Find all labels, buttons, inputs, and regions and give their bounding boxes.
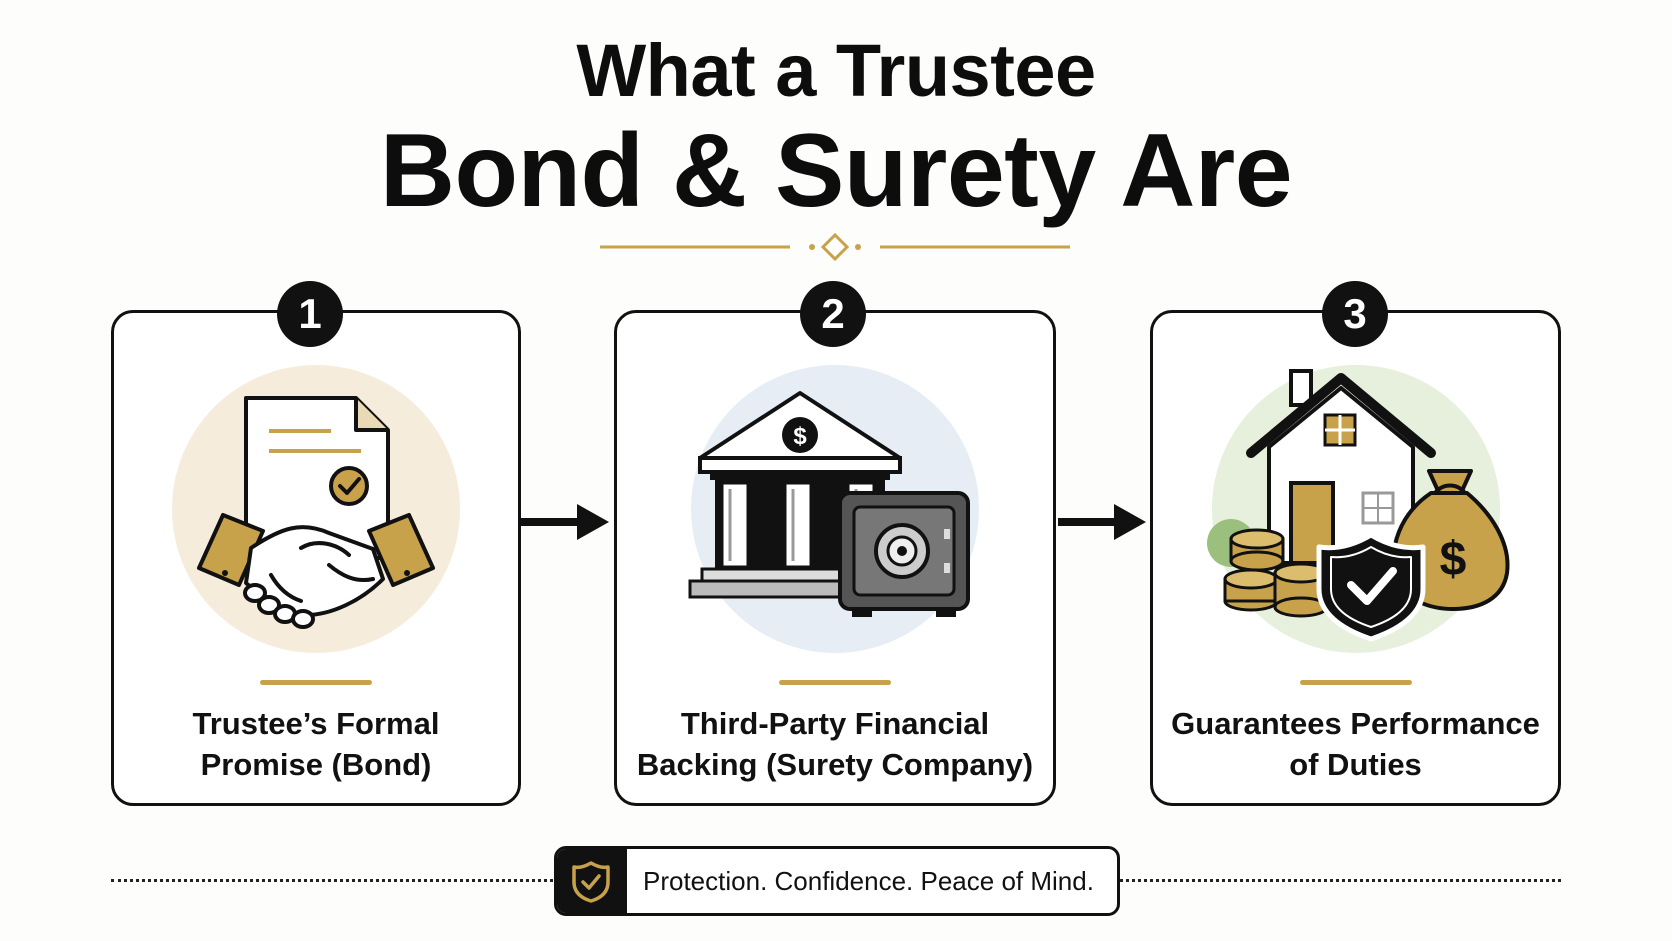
step-2-number-badge: 2	[800, 281, 866, 347]
step-1-card: Trustee’s Formal Promise (Bond)	[111, 310, 521, 806]
page-title-line-1: What a Trustee	[576, 29, 1096, 112]
step-2-label-line-1: Third-Party Financial	[680, 706, 990, 741]
house-money-shield-icon: $	[1206, 365, 1509, 653]
footer-dotted-line-right	[1120, 879, 1561, 882]
page-title-line-2: Bond & Surety Are	[379, 113, 1293, 229]
step-1-accent-line	[260, 680, 372, 685]
svg-text:$: $	[793, 423, 807, 450]
step-2-accent-line	[779, 680, 891, 685]
step-3-accent-line	[1299, 680, 1412, 685]
svg-text:$: $	[1439, 533, 1466, 586]
step-3-card: $ Guarantees Performance of Duties	[1150, 310, 1561, 806]
step-3-number-badge: 3	[1322, 281, 1388, 347]
step-3-label: Guarantees Performance of Duties	[1153, 703, 1558, 785]
step-1-label-line-1: Trustee’s Formal	[192, 706, 440, 741]
footer-dotted-line-left	[111, 879, 553, 882]
footer-tagline-text: Protection. Confidence. Peace of Mind.	[643, 866, 1094, 896]
shield-check-icon	[572, 861, 610, 903]
step-2-card: $ Third-Party Financial Backing (Surety …	[614, 310, 1056, 806]
step-3-label-line-1: Guarantees Performance	[1171, 706, 1540, 741]
footer-tagline-box: Protection. Confidence. Peace of Mind.	[554, 846, 1120, 916]
tagline-icon-container	[557, 849, 627, 913]
step-3-label-line-2: of Duties	[1289, 747, 1422, 782]
arrow-right-icon	[521, 504, 609, 540]
step-1-label-line-2: Promise (Bond)	[200, 747, 432, 782]
step-1-number-badge: 1	[277, 281, 343, 347]
bank-safe-icon: $	[688, 365, 979, 653]
arrow-right-icon	[1058, 504, 1146, 540]
step-2-label: Third-Party Financial Backing (Surety Co…	[617, 703, 1053, 785]
step-2-label-line-2: Backing (Surety Company)	[636, 747, 1034, 782]
title-divider	[600, 232, 1070, 262]
step-1-label: Trustee’s Formal Promise (Bond)	[114, 703, 518, 785]
handshake-document-icon	[172, 365, 460, 653]
